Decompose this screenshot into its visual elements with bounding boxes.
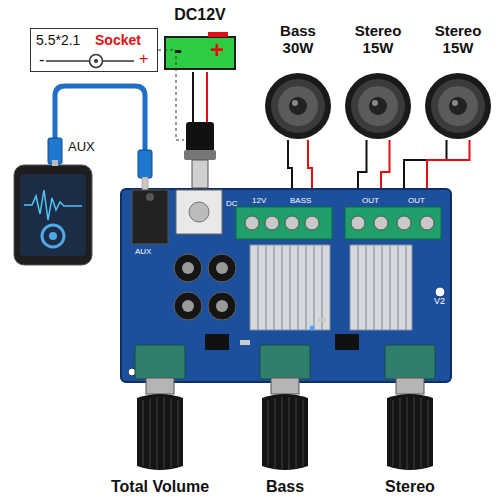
knob [262,394,308,470]
socket-size: 5.5*2.1 [36,32,96,48]
phone [14,165,92,265]
amplifier-board: V2 [120,188,452,383]
speaker-wire [404,140,470,188]
knob [387,394,433,470]
speaker-label: Stereo 15W [428,22,488,57]
positive-wire [206,72,208,188]
negative-wire [288,140,292,188]
battery: DC12V -+ [160,6,240,72]
speaker-cone [278,86,318,126]
speaker-cone [438,86,478,126]
knob [393,397,428,469]
polarity-minus: - [174,36,190,64]
speaker: Bass 30W [263,22,333,140]
knob-label: Total Volume [90,478,230,496]
phone [24,190,82,220]
speaker: Stereo 15W [423,22,493,140]
dc-plug [184,150,216,160]
negative-wire [358,140,367,188]
aux-cable [48,138,62,164]
socket-box: 5.5*2.1Socket - + [30,28,158,72]
phone [20,174,86,256]
polarity-plus: + [139,50,153,68]
speaker-rim [265,73,331,139]
supply-label: DC12V [160,6,240,24]
speaker-surround [271,79,325,133]
speaker-wire [358,140,390,188]
silkscreen-text: AUX [135,248,151,257]
positive-wire [381,140,390,188]
knob-label: Stereo [340,478,480,496]
knob-label: Bass [215,478,355,496]
positive-wire [427,140,470,188]
speaker-label: Stereo 15W [348,22,408,57]
speaker-rim [345,73,411,139]
speaker-cap [369,97,387,115]
speaker-surround [351,79,405,133]
speaker-cap [289,97,307,115]
knob [137,378,433,470]
silkscreen-text: 12V [252,197,266,206]
silkscreen-text: BASS [290,197,311,206]
speaker-highlight [372,100,378,106]
speaker-cone [263,72,333,140]
silkscreen-text: DC [226,200,238,209]
speaker-wire [193,72,207,188]
board-version: V2 [434,296,450,306]
dc-plug [186,122,214,152]
speaker-highlight [452,100,458,106]
speaker-wire [288,140,312,188]
speaker: Stereo 15W [343,22,413,140]
phone [49,232,57,240]
phone [42,225,64,247]
aux-cable [52,160,58,166]
knob [137,394,183,470]
aux-cable [138,150,152,178]
aux-cable [48,86,152,191]
negative-wire [192,72,194,188]
speaker-surround [431,79,485,133]
cable-label: AUX [68,140,95,154]
negative-wire [404,140,447,188]
polarity-plus: + [210,36,228,64]
polarity-minus: - [39,51,53,69]
speaker-highlight [292,100,298,106]
speaker-cone [343,72,413,140]
silkscreen-text: OUT [362,197,379,206]
speaker-cone [423,72,493,140]
speaker-rim [425,73,491,139]
speaker-label: Bass 30W [268,22,328,57]
speaker-cone [358,86,398,126]
knob [268,397,303,469]
speaker-cap [449,97,467,115]
positive-wire [308,140,312,188]
dc-plug [184,122,216,188]
socket-title: Socket [95,32,155,48]
knob [143,397,178,469]
phone [14,165,92,265]
dc-plug [192,160,208,188]
silkscreen-text: OUT [408,197,425,206]
